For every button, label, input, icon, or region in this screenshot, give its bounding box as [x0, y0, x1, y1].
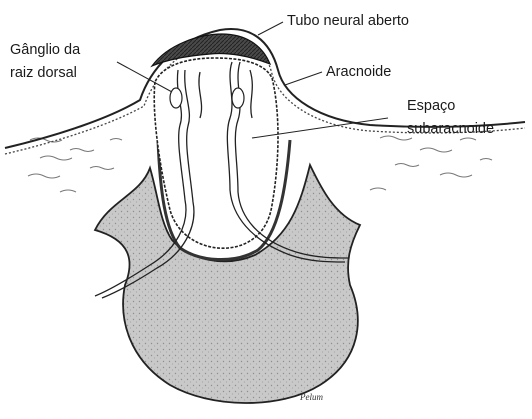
- label-subarachnoid-space-line1: Espaço: [407, 98, 455, 114]
- label-arachnoid: Aracnoide: [326, 64, 391, 80]
- label-dorsal-root-ganglion-line2: raiz dorsal: [10, 65, 77, 81]
- arachnoid-sac: [154, 58, 278, 248]
- label-open-neural-tube: Tubo neural aberto: [287, 13, 409, 29]
- label-subarachnoid-space-line2: subaracnoide: [407, 121, 494, 137]
- label-dorsal-root-ganglion-line1: Gânglio da: [10, 42, 81, 58]
- artist-signature: Pelum: [299, 392, 323, 402]
